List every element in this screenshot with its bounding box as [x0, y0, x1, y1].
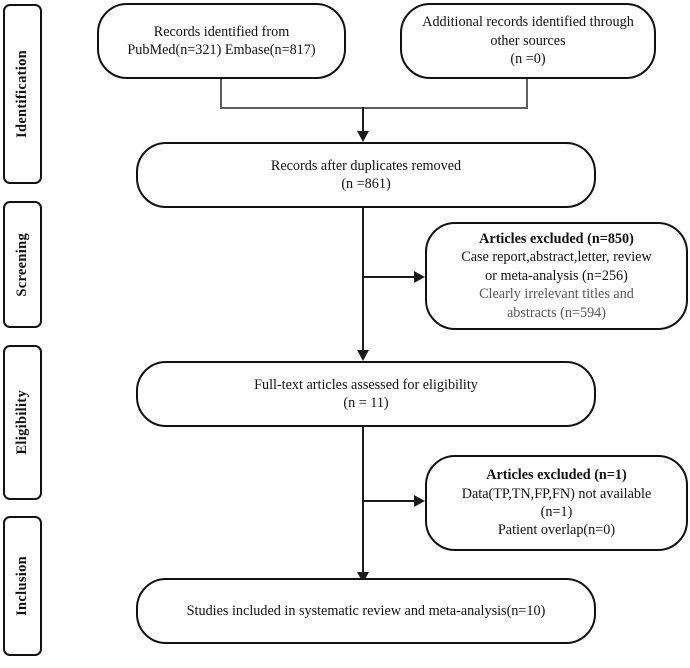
stage-box-screening: Screening	[3, 201, 42, 328]
node-additional-records: Additional records identified through ot…	[400, 3, 656, 79]
node-records-identified: Records identified from PubMed(n=321) Em…	[97, 3, 346, 79]
excluded-eligibility-line-4: Patient overlap(n=0)	[497, 522, 616, 539]
connector-branch-excluded-eligibility	[362, 500, 420, 502]
arrow-into-excluded-screening	[414, 271, 425, 283]
node-fulltext-assessed: Full-text articles assessed for eligibil…	[136, 361, 596, 427]
arrow-into-excluded-eligibility	[414, 495, 425, 507]
fulltext-assessed-line-1: Full-text articles assessed for eligibil…	[254, 376, 478, 393]
excluded-screening-line-5: abstracts (n=594)	[506, 304, 606, 321]
connector-branch-excluded-screening	[362, 276, 420, 278]
excluded-screening-line-4: Clearly irrelevant titles and	[479, 286, 634, 303]
additional-records-line-3: (n =0)	[510, 51, 546, 68]
records-identified-line-2: PubMed(n=321) Embase(n=817)	[127, 42, 316, 58]
excluded-eligibility-line-1: Articles excluded (n=1)	[486, 467, 627, 484]
excluded-eligibility-line-3: (n=1)	[540, 504, 573, 520]
additional-records-line-2: other sources	[490, 32, 566, 49]
records-identified-line-1: Records identified from	[153, 23, 290, 40]
excluded-screening-line-3: or meta-analysis (n=256)	[485, 267, 628, 284]
stage-box-eligibility: Eligibility	[3, 345, 42, 500]
stage-box-inclusion: Inclusion	[3, 516, 42, 656]
after-duplicates-line-2: (n =861)	[341, 176, 391, 192]
excluded-eligibility-line-2: Data(TP,TN,FP,FN) not available	[461, 485, 652, 502]
additional-records-line-1: Additional records identified through	[422, 14, 634, 31]
arrow-into-fulltext	[357, 350, 369, 361]
connector-duplicates-to-fulltext	[362, 208, 364, 352]
connector-right-stub	[526, 79, 528, 109]
stage-label-identification: Identification	[14, 50, 30, 138]
connector-left-stub	[220, 79, 222, 109]
connector-fulltext-to-included	[362, 427, 364, 577]
stage-label-eligibility: Eligibility	[14, 390, 30, 455]
connector-merge-down	[362, 107, 364, 133]
arrow-into-after-duplicates	[357, 131, 369, 142]
node-articles-excluded-screening: Articles excluded (n=850) Case report,ab…	[425, 222, 688, 330]
connector-merge-bar	[220, 107, 528, 109]
fulltext-assessed-line-2: (n = 11)	[343, 395, 389, 411]
excluded-screening-line-1: Articles excluded (n=850)	[479, 230, 634, 247]
stage-box-identification: Identification	[3, 4, 42, 184]
node-records-after-duplicates: Records after duplicates removed (n =861…	[136, 142, 596, 208]
studies-included-line-1: Studies included in systematic review an…	[186, 602, 546, 619]
node-articles-excluded-eligibility: Articles excluded (n=1) Data(TP,TN,FP,FN…	[425, 455, 688, 551]
stage-label-screening: Screening	[14, 232, 30, 297]
stage-label-inclusion: Inclusion	[14, 556, 30, 616]
node-studies-included: Studies included in systematic review an…	[136, 578, 596, 644]
excluded-screening-line-2: Case report,abstract,letter, review	[461, 249, 652, 266]
arrow-into-studies-included	[357, 572, 369, 583]
after-duplicates-line-1: Records after duplicates removed	[270, 157, 462, 174]
